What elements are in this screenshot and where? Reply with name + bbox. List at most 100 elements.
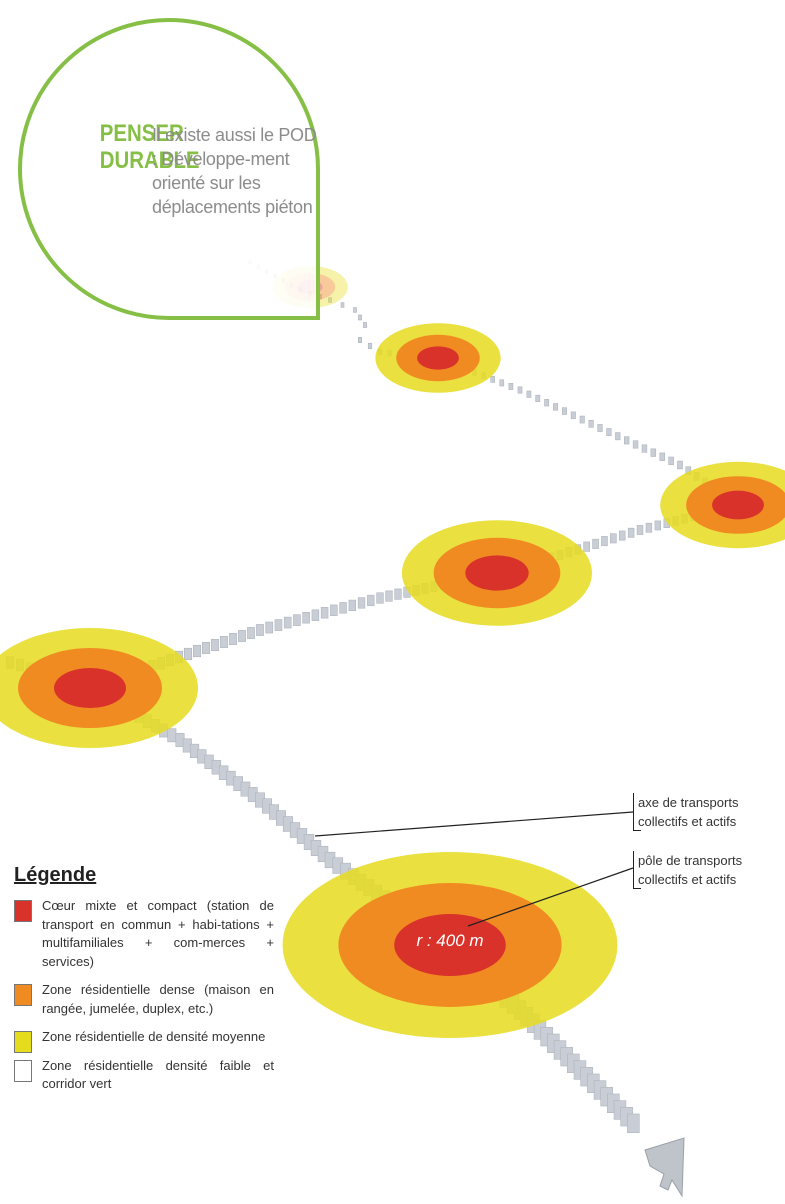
path-cube xyxy=(535,394,541,403)
path-cube xyxy=(302,611,310,624)
path-cube xyxy=(618,530,626,541)
path-cube xyxy=(544,399,550,407)
node-middle xyxy=(401,520,593,626)
legend-label-medium: Zone résidentielle de densité moyenne xyxy=(42,1029,266,1044)
path-cube xyxy=(668,456,674,466)
legend-swatch-dense xyxy=(14,984,32,1006)
path-cube xyxy=(659,452,665,461)
node-left xyxy=(0,628,198,748)
path-cube xyxy=(677,460,683,470)
path-cube xyxy=(606,428,612,437)
path-cube xyxy=(645,522,653,533)
callout-text: Il existe aussi le POD : Développe-ment … xyxy=(152,125,317,217)
axis-annotation: axe de transports collectifs et actifs xyxy=(633,793,785,831)
path-cube xyxy=(339,602,347,614)
path-cube xyxy=(247,627,255,639)
path-cube xyxy=(597,424,603,432)
legend-label-low: Zone résidentielle densité faible et cor… xyxy=(42,1057,274,1092)
axis-leader-line xyxy=(314,811,634,837)
node-right xyxy=(660,461,785,549)
legend-swatch-low xyxy=(14,1059,32,1082)
path-cube xyxy=(220,636,228,648)
path-cube xyxy=(184,647,192,661)
path-cube xyxy=(508,382,514,390)
path-cube xyxy=(211,638,219,652)
path-cube xyxy=(588,419,594,428)
node-front xyxy=(282,852,618,1038)
zone-core-disc xyxy=(712,490,764,520)
zone-core-disc xyxy=(417,346,459,370)
path-cube xyxy=(583,541,590,552)
path-cube xyxy=(394,588,402,600)
path-cube xyxy=(553,403,558,411)
penser-durable-title: PENSER DURABLE xyxy=(99,120,200,174)
path-cube xyxy=(357,597,366,609)
node-upper xyxy=(375,323,501,393)
path-cube xyxy=(570,411,576,420)
path-cube xyxy=(579,415,585,424)
pole-leader-line xyxy=(467,867,634,927)
path-cube xyxy=(592,538,599,549)
path-cube xyxy=(330,604,338,616)
path-cube xyxy=(517,386,523,394)
path-cube xyxy=(376,592,384,604)
path-cube xyxy=(499,379,505,387)
callout-title-line1: PENSER xyxy=(99,120,184,147)
path-cube xyxy=(265,621,274,634)
legend-label-core: Cœur mixte et compact (station de transp… xyxy=(42,898,274,969)
zone-core-disc xyxy=(54,668,126,708)
path-cube xyxy=(348,599,356,612)
path-cube xyxy=(293,614,301,626)
path-cube xyxy=(256,624,264,636)
path-cube xyxy=(632,440,639,449)
legend-title: Légende xyxy=(14,864,97,886)
path-cube xyxy=(627,1113,640,1133)
path-cube xyxy=(367,342,373,350)
path-cube xyxy=(363,322,367,328)
path-cube xyxy=(641,444,648,453)
zone-core-disc xyxy=(394,914,506,976)
path-cube xyxy=(202,641,210,655)
path-cube xyxy=(654,520,662,531)
legend-item-low: Zone résidentielle densité faible et cor… xyxy=(14,1057,274,1094)
path-cube xyxy=(193,644,201,658)
path-cube xyxy=(627,527,635,538)
legend-label-dense: Zone résidentielle dense (maison en rang… xyxy=(42,982,274,1016)
path-cube xyxy=(636,525,644,535)
legend: Légende Cœur mixte et compact (station d… xyxy=(14,864,274,1104)
path-cube xyxy=(367,594,375,607)
legend-item-core: Cœur mixte et compact (station de transp… xyxy=(14,897,274,971)
path-cube xyxy=(615,432,621,441)
path-cube xyxy=(601,536,608,547)
callout-title-line2: DURABLE xyxy=(100,147,200,174)
path-cube xyxy=(238,630,246,642)
path-cube xyxy=(357,336,363,344)
path-cube xyxy=(610,533,617,544)
path-cube xyxy=(167,728,177,743)
radius-label: r : 400 m xyxy=(416,931,483,950)
transit-nodes xyxy=(0,266,785,1038)
legend-swatch-core xyxy=(14,900,32,922)
path-cube xyxy=(320,607,329,619)
path-cube xyxy=(353,307,357,313)
pole-annotation: pôle de transports collectifs et actifs xyxy=(633,851,785,889)
path-cube xyxy=(624,436,630,445)
path-cube xyxy=(311,609,320,621)
path-cube xyxy=(650,448,657,457)
path-cube xyxy=(561,407,567,415)
path-cube xyxy=(328,297,332,303)
arrow-head-icon xyxy=(644,1137,685,1198)
path-cube xyxy=(283,616,292,629)
path-cube xyxy=(490,375,495,383)
penser-durable-callout xyxy=(18,18,320,320)
legend-item-medium: Zone résidentielle de densité moyenne xyxy=(14,1028,274,1053)
legend-item-dense: Zone résidentielle dense (maison en rang… xyxy=(14,981,274,1018)
path-cube xyxy=(358,314,362,321)
path-cube xyxy=(274,619,283,631)
zone-core-disc xyxy=(465,555,529,591)
path-cube xyxy=(385,590,393,602)
path-cube xyxy=(526,390,532,398)
legend-swatch-medium xyxy=(14,1031,32,1053)
path-cube xyxy=(340,302,345,308)
